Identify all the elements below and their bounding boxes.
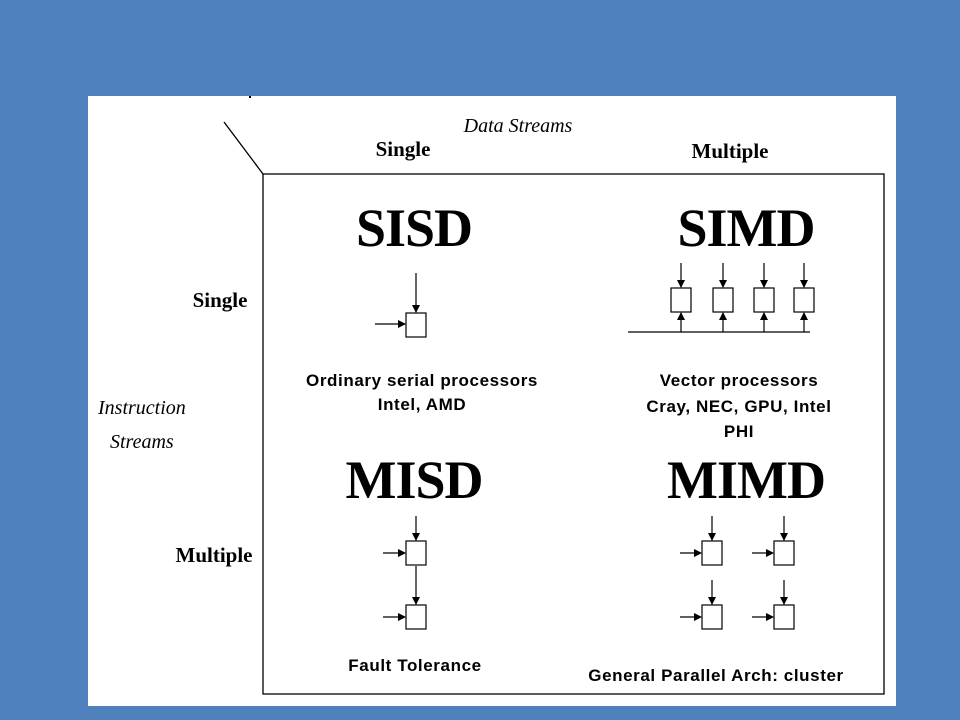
- instruction-streams-label-line1: Instruction: [97, 397, 186, 419]
- instr-single-label: Single: [193, 288, 248, 312]
- flynn-taxonomy-diagram: Data Streams Single Multiple Instruction…: [97, 96, 885, 695]
- simd-processor-array-icon: [628, 263, 815, 333]
- data-multiple-label: Multiple: [692, 139, 769, 163]
- instr-multiple-label: Multiple: [176, 543, 253, 567]
- data-single-label: Single: [376, 137, 431, 161]
- sisd-caption-line1: Ordinary serial processors: [306, 371, 538, 390]
- instruction-streams-label-line2: Streams: [110, 431, 174, 453]
- mimd-caption-line1: General Parallel Arch: cluster: [588, 666, 843, 685]
- simd-title: SIMD: [677, 198, 814, 258]
- simd-caption-line2: Cray, NEC, GPU, Intel: [646, 397, 831, 416]
- sisd-processor-icon: [375, 273, 427, 338]
- misd-caption-line1: Fault Tolerance: [348, 656, 481, 675]
- misd-title: MISD: [345, 450, 482, 510]
- sisd-caption-line2: Intel, AMD: [378, 395, 466, 414]
- simd-caption-line1: Vector processors: [660, 371, 819, 390]
- mimd-title: MIMD: [667, 450, 825, 510]
- main-frame: [262, 173, 885, 695]
- simd-caption-line3: PHI: [724, 422, 754, 441]
- data-streams-label: Data Streams: [463, 115, 573, 137]
- sisd-title: SISD: [356, 198, 472, 258]
- mimd-processor-grid-icon: [680, 516, 795, 630]
- misd-processor-chain-icon: [383, 516, 427, 630]
- corner-diagonal: [223, 121, 264, 175]
- diagram-panel: Data Streams Single Multiple Instruction…: [88, 96, 896, 706]
